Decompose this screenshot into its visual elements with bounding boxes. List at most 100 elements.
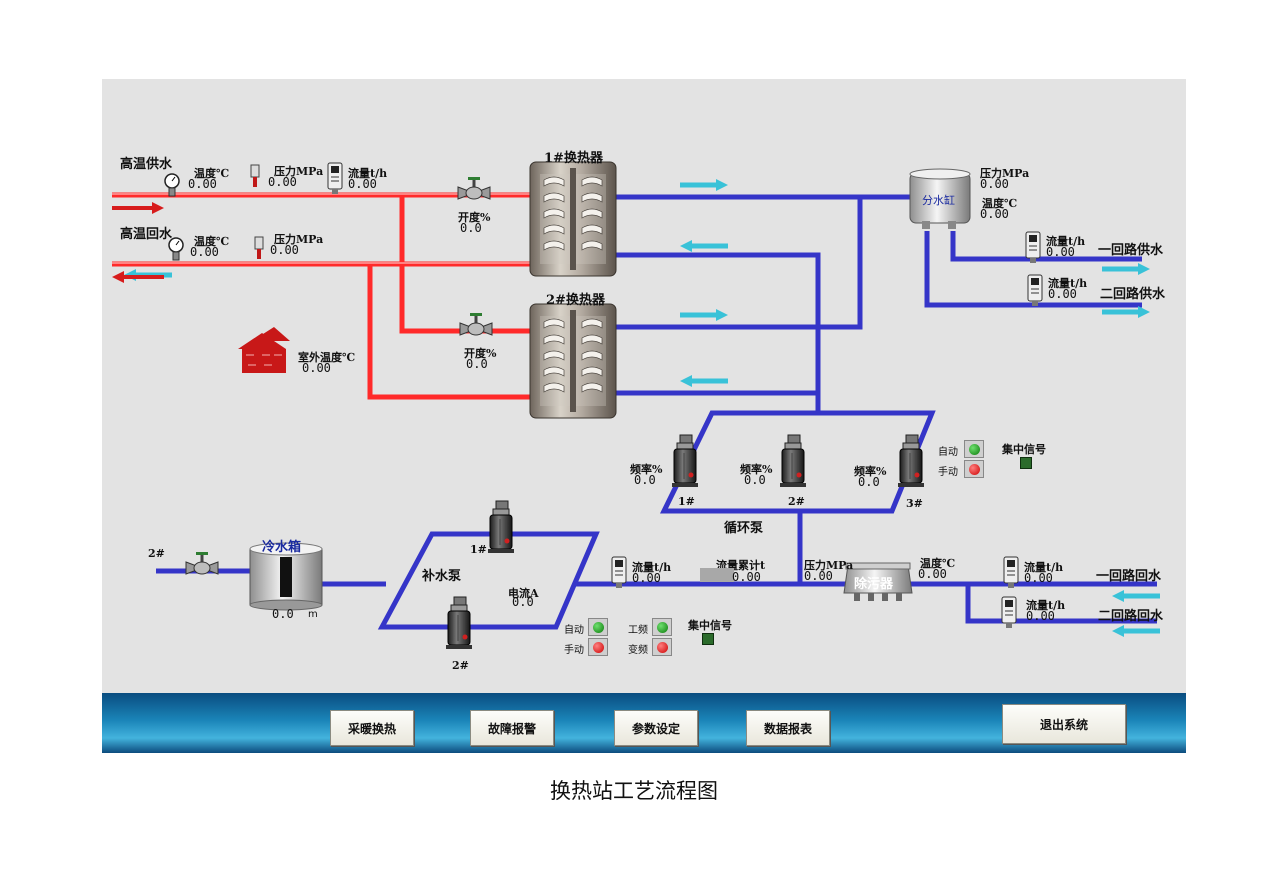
makeup-current-value: 0.0 (512, 595, 534, 609)
valve-2-label: 开度% (464, 347, 497, 360)
tank-valve-label: 2# (148, 547, 165, 560)
return-2-name: 二回路回水 (1098, 609, 1164, 624)
circ-pump-2-name: 2# (788, 495, 805, 508)
circ-manual-lamp[interactable] (964, 460, 984, 478)
data-report-button[interactable]: 数据报表 (746, 710, 830, 746)
hot-return-pressure-value: 0.00 (270, 243, 299, 257)
circ-manual-label: 手动 (938, 467, 958, 478)
makeup-current-label: 电流A (508, 587, 539, 600)
exchanger-1-title: 1#换热器 (544, 151, 603, 166)
makeup-central-signal-label: 集中信号 (688, 619, 732, 632)
flow-meter-icon (1001, 596, 1017, 629)
hot-supply-pressure-value: 0.00 (268, 175, 297, 189)
house-icon (238, 327, 290, 373)
return-total-value: 0.00 (732, 570, 761, 584)
parameter-settings-button[interactable]: 参数设定 (614, 710, 698, 746)
flow-meter-icon (1027, 274, 1043, 307)
hot-supply-pressure-label: 压力MPa (274, 165, 324, 178)
cold-water-tank[interactable] (249, 542, 323, 611)
makeup-var-freq-lamp[interactable] (652, 638, 672, 656)
circ-pump-2-icon[interactable] (779, 434, 807, 488)
hot-supply-temp-value: 0.00 (188, 177, 217, 191)
heat-exchanger-2[interactable] (529, 303, 617, 419)
outdoor-temp-label: 室外温度℃ (298, 351, 356, 364)
splitter-pressure-label: 压力MPa (980, 167, 1030, 180)
return-1-flow-value: 0.00 (1024, 571, 1053, 585)
circ-pump-1-freq-label: 频率% (630, 463, 663, 476)
flow-meter-icon (1003, 556, 1019, 589)
return-flow-label: 流量t/h (632, 561, 672, 574)
pressure-transmitter-icon (254, 236, 264, 260)
flow-meter-icon (1025, 231, 1041, 264)
valve-1-label: 开度% (458, 211, 491, 224)
dirt-separator[interactable] (843, 562, 913, 601)
return-flow-value: 0.00 (632, 571, 661, 585)
valve-2-value: 0.0 (466, 357, 488, 371)
makeup-pump-2-name: 2# (452, 659, 469, 672)
supply-1-flow-value: 0.00 (1046, 245, 1075, 259)
separator-temp-label: 温度℃ (920, 557, 956, 570)
return-pressure-label: 压力MPa (804, 559, 854, 572)
circ-central-signal-label: 集中信号 (1002, 443, 1046, 456)
circ-pump-2-freq-value: 0.0 (744, 473, 766, 487)
return-1-name: 一回路回水 (1096, 569, 1162, 584)
circ-central-signal-indicator (1020, 457, 1032, 469)
supply-1-name: 一回路供水 (1098, 243, 1164, 258)
return-pressure-value: 0.00 (804, 569, 833, 583)
return-total-field (700, 568, 734, 582)
circ-pump-1-freq-value: 0.0 (634, 473, 656, 487)
circ-pump-title: 循环泵 (724, 521, 764, 536)
circ-pump-3-freq-value: 0.0 (858, 475, 880, 489)
scada-panel: 高温供水 温度℃ 0.00 压力MPa 0.00 流量t/h 0.00 高温回水… (102, 79, 1186, 753)
makeup-manual-label: 手动 (564, 645, 584, 656)
separator-temp-value: 0.00 (918, 567, 947, 581)
cold-tank-level-value: 0.0 (272, 607, 294, 621)
valve-tank-icon[interactable] (185, 551, 219, 575)
heat-exchanger-1[interactable] (529, 161, 617, 277)
circ-auto-label: 自动 (938, 447, 958, 458)
outdoor-temp-value: 0.00 (302, 361, 331, 375)
return-1-flow-label: 流量t/h (1024, 561, 1064, 574)
heating-button[interactable]: 采暖换热 (330, 710, 414, 746)
makeup-central-signal-indicator (702, 633, 714, 645)
return-2-flow-label: 流量t/h (1026, 599, 1066, 612)
process-flow-diagram (112, 161, 1160, 650)
nav-bar: 采暖换热 故障报警 参数设定 数据报表 退出系统 (102, 693, 1186, 753)
makeup-pump-2-icon[interactable] (445, 596, 473, 650)
splitter-temp-value: 0.00 (980, 207, 1009, 221)
flow-meter-icon (327, 162, 343, 195)
splitter-temp-label: 温度℃ (982, 197, 1018, 210)
makeup-pump-1-icon[interactable] (487, 500, 515, 554)
water-splitter[interactable] (909, 168, 971, 229)
makeup-power-freq-lamp[interactable] (652, 618, 672, 636)
splitter-pressure-value: 0.00 (980, 177, 1009, 191)
return-2-flow-value: 0.00 (1026, 609, 1055, 623)
makeup-auto-lamp[interactable] (588, 618, 608, 636)
hot-return-title: 高温回水 (120, 227, 173, 242)
circ-pump-3-freq-label: 频率% (854, 465, 887, 478)
cold-tank-level-unit: m (308, 609, 318, 620)
hot-supply-title: 高温供水 (120, 157, 173, 172)
hot-return-pressure-label: 压力MPa (274, 233, 324, 246)
exit-system-button[interactable]: 退出系统 (1002, 704, 1126, 744)
splitter-title: 分水缸 (922, 194, 955, 207)
valve-1-icon[interactable] (457, 176, 491, 200)
pressure-transmitter-icon (250, 164, 260, 188)
valve-1-value: 0.0 (460, 221, 482, 235)
makeup-manual-lamp[interactable] (588, 638, 608, 656)
circ-pump-1-name: 1# (678, 495, 695, 508)
figure-caption: 换热站工艺流程图 (550, 779, 718, 803)
makeup-auto-label: 自动 (564, 625, 584, 636)
makeup-pump-1-name: 1# (470, 543, 487, 556)
fault-alarm-button[interactable]: 故障报警 (470, 710, 554, 746)
circ-auto-lamp[interactable] (964, 440, 984, 458)
flow-meter-icon (611, 556, 627, 589)
supply-2-flow-value: 0.00 (1048, 287, 1077, 301)
valve-2-icon[interactable] (459, 312, 493, 336)
makeup-power-freq-label: 工频 (628, 625, 648, 636)
circ-pump-1-icon[interactable] (671, 434, 699, 488)
makeup-pump-title: 补水泵 (422, 569, 462, 584)
makeup-var-freq-label: 变频 (628, 645, 648, 656)
hot-return-temp-label: 温度℃ (194, 235, 230, 248)
hot-return-temp-value: 0.00 (190, 245, 219, 259)
